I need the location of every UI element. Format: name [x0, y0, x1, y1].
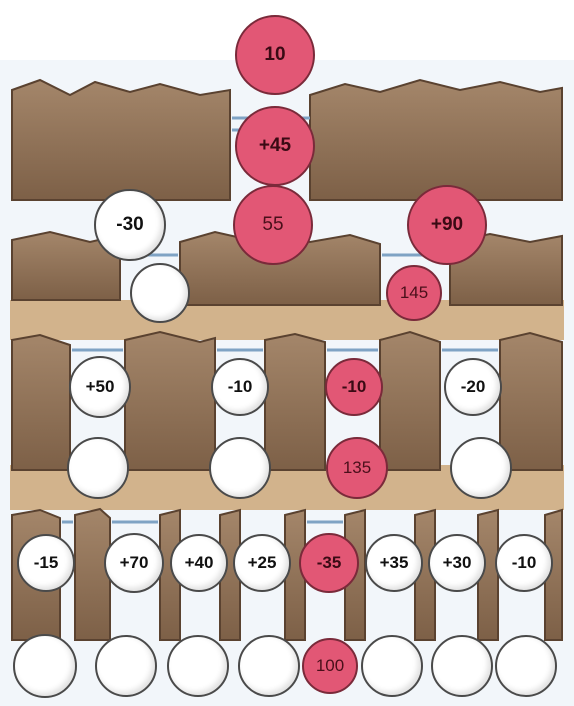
stone-circle[interactable]: +35: [365, 534, 423, 592]
path-circle[interactable]: 145: [386, 265, 442, 321]
stone-circle[interactable]: -30: [94, 189, 166, 261]
stone-circle[interactable]: [361, 635, 423, 697]
stone-circle[interactable]: +40: [170, 534, 228, 592]
stone-circle[interactable]: [495, 635, 557, 697]
stone-circle[interactable]: [130, 263, 190, 323]
stone-circle[interactable]: -20: [444, 358, 502, 416]
path-circle[interactable]: 55: [233, 185, 313, 265]
stone-circle[interactable]: +50: [69, 356, 131, 418]
stone-circle[interactable]: [431, 635, 493, 697]
stone-circle[interactable]: [67, 437, 129, 499]
stone-circle[interactable]: [238, 635, 300, 697]
stone-circle[interactable]: [167, 635, 229, 697]
stone-circle[interactable]: [209, 437, 271, 499]
path-circle[interactable]: 135: [326, 437, 388, 499]
stone-circle[interactable]: -15: [17, 534, 75, 592]
stone-circle[interactable]: +25: [233, 534, 291, 592]
stone-circle[interactable]: -10: [211, 358, 269, 416]
start-circle[interactable]: 10: [235, 15, 315, 95]
path-circle[interactable]: +45: [235, 106, 315, 186]
stone-circle[interactable]: [95, 635, 157, 697]
path-circle[interactable]: -10: [325, 358, 383, 416]
stone-circle[interactable]: +30: [428, 534, 486, 592]
path-circle[interactable]: 100: [302, 638, 358, 694]
path-circle[interactable]: +90: [407, 185, 487, 265]
path-circle[interactable]: -35: [299, 533, 359, 593]
stone-circle[interactable]: +70: [104, 533, 164, 593]
stone-circle[interactable]: -10: [495, 534, 553, 592]
stone-circle[interactable]: [450, 437, 512, 499]
stone-circle[interactable]: [13, 634, 77, 698]
